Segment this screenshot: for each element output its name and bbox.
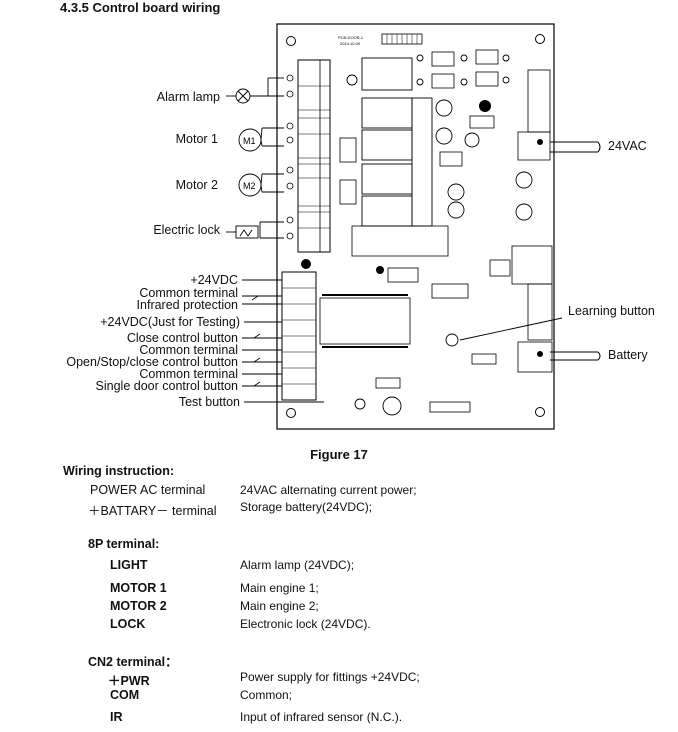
switch-icon — [251, 295, 261, 387]
p8-key: MOTOR 1 — [110, 581, 167, 595]
lamp-icon — [235, 88, 251, 104]
p8-key: MOTOR 2 — [110, 599, 167, 613]
motor-1-icon — [238, 127, 263, 152]
ac-cable-end-icon — [597, 141, 601, 153]
mount-hole — [286, 36, 296, 46]
cn2-desc: Input of infrared sensor (N.C.). — [240, 710, 403, 724]
power-key: POWER AC terminal — [90, 483, 206, 497]
learning-button — [445, 333, 459, 347]
pcb-code-text: PCB-DOOR-1 — [338, 35, 364, 40]
cn2-desc: Common; — [240, 688, 293, 702]
mount-hole — [535, 34, 545, 44]
label-open-stop-close: Open/Stop/close control button — [66, 355, 238, 369]
figure-caption: Figure 17 — [310, 447, 368, 462]
label-battery: Battery — [608, 348, 648, 362]
p8-heading: 8P terminal: — [88, 537, 160, 551]
motor-2-symbol: M2 — [243, 181, 256, 191]
section-title: 4.3.5 Control board wiring — [60, 0, 221, 15]
microcontroller — [319, 297, 411, 345]
label-alarm-lamp: Alarm lamp — [156, 90, 220, 104]
cn2-key: ＋PWR — [108, 674, 150, 688]
label-infrared-protection: Infrared protection — [136, 298, 238, 312]
p8-desc: Alarm lamp (24VDC); — [240, 558, 355, 572]
wiring-heading: Wiring instruction: — [63, 464, 174, 478]
terminal-block-8p — [297, 59, 331, 253]
p8-desc: Main engine 1; — [240, 581, 319, 595]
mount-hole — [286, 408, 296, 418]
label-single-door-button: Single door control button — [95, 379, 238, 393]
p8-desc: Electronic lock (24VDC). — [240, 617, 371, 631]
battery-cable-end-icon — [597, 351, 601, 361]
label-motor-2: Motor 2 — [175, 178, 218, 192]
right-wires — [459, 141, 598, 361]
cn2-key: COM — [110, 688, 140, 702]
power-desc: 24VAC alternating current power; — [240, 483, 417, 497]
battery-terminal — [517, 341, 553, 373]
label-electric-lock: Electric lock — [153, 223, 220, 237]
label-close-control-button: Close control button — [126, 331, 238, 345]
label-learning-button: Learning button — [568, 304, 655, 318]
p8-desc: Main engine 2; — [240, 599, 319, 613]
p8-key: LIGHT — [110, 558, 148, 572]
ac-terminal — [517, 131, 551, 161]
label-test-button: Test button — [178, 395, 240, 409]
terminal-screws — [286, 74, 294, 240]
pcb-date-text: 2014.10.09 — [340, 41, 361, 46]
cn2-key: IR — [110, 710, 123, 724]
motor-2-icon — [238, 173, 263, 197]
control-board-diagram: PCB-DOOR-1 2014.10.09 — [226, 23, 601, 430]
label-motor-1: Motor 1 — [175, 132, 218, 146]
cn2-heading: CN2 terminal： — [88, 655, 178, 669]
motor-1-symbol: M1 — [243, 136, 256, 146]
battery-desc: Storage battery(24VDC); — [240, 500, 373, 514]
mount-hole — [535, 407, 545, 417]
battery-key: ＋BATTARY－ terminal — [88, 504, 217, 518]
cn2-desc: Power supply for fittings +24VDC; — [240, 670, 420, 684]
left-wires — [226, 77, 324, 403]
label-plus24vdc: +24VDC — [190, 273, 238, 287]
label-common-terminal-3: Common terminal — [139, 367, 238, 381]
p8-key: LOCK — [110, 617, 146, 631]
lock-icon — [235, 225, 259, 239]
label-common-terminal-1: Common terminal — [139, 286, 238, 300]
label-testing: +24VDC(Just for Testing) — [100, 315, 240, 329]
label-24vac: 24VAC — [608, 139, 647, 153]
label-common-terminal-2: Common terminal — [139, 343, 238, 357]
